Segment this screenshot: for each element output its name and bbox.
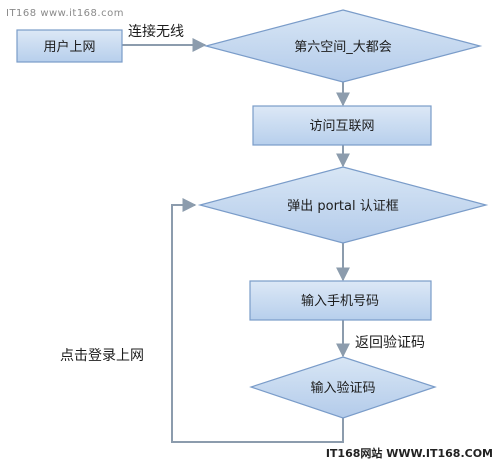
node-venue: 第六空间_大都会	[203, 9, 483, 83]
node-portal-diamond	[197, 166, 489, 244]
node-user-online-label: 用户上网	[43, 39, 95, 55]
node-user-online-box	[16, 29, 123, 63]
node-code-input-diamond	[249, 356, 437, 419]
node-code-input: 输入验证码	[249, 356, 437, 419]
node-phone-input: 输入手机号码	[249, 280, 432, 321]
edge-label-connect-wifi: 连接无线	[128, 23, 184, 40]
watermark-top: IT168 www.it168.com	[6, 8, 124, 19]
node-portal: 弹出 portal 认证框	[197, 166, 489, 244]
edge-code-loop-to-portal	[171, 198, 344, 443]
edges	[122, 38, 350, 443]
node-visit-internet-box	[252, 105, 432, 146]
node-user-online: 用户上网	[16, 29, 123, 63]
node-visit-internet: 访问互联网	[252, 105, 432, 146]
node-phone-input-label: 输入手机号码	[301, 293, 379, 309]
node-phone-input-box	[249, 280, 432, 321]
edge-label-click-login: 点击登录上网	[60, 348, 144, 364]
watermark-bottom: IT168网站 WWW.IT168.COM	[326, 446, 493, 460]
node-venue-label: 第六空间_大都会	[294, 40, 392, 55]
node-visit-internet-label: 访问互联网	[309, 119, 374, 134]
node-venue-diamond	[203, 9, 483, 83]
node-portal-label: 弹出 portal 认证框	[287, 199, 399, 214]
node-code-input-label: 输入验证码	[310, 380, 375, 396]
edge-label-return-code: 返回验证码	[355, 335, 425, 351]
